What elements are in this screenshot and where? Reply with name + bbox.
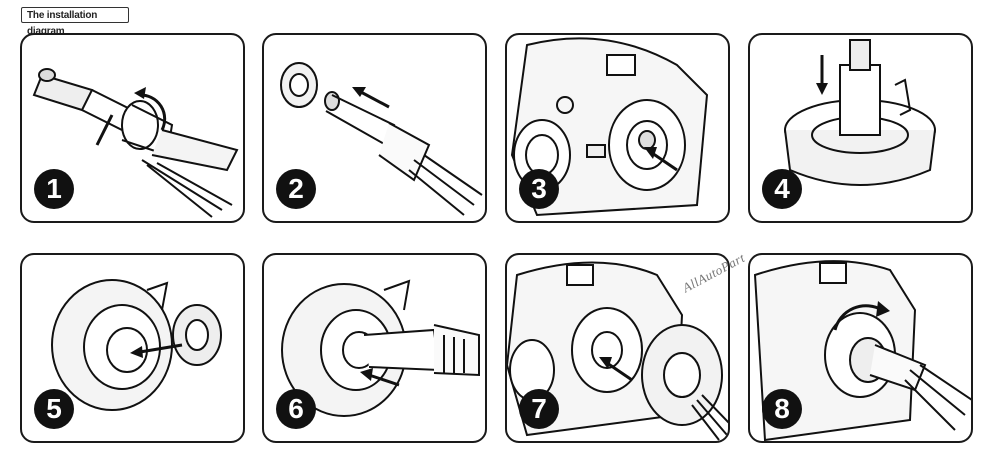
step-number-badge: 8 [762, 389, 802, 429]
step-number-badge: 4 [762, 169, 802, 209]
step-1-illustration [32, 68, 239, 218]
step-number-badge: 2 [276, 169, 316, 209]
step-number-badge: 6 [276, 389, 316, 429]
step-panel-2: 2 [262, 33, 487, 223]
step-4-illustration [784, 39, 936, 186]
step-5-illustration [51, 279, 222, 411]
step-panel-7: 7 [505, 253, 730, 443]
step-panel-1: 1 [20, 33, 245, 223]
step-panel-6: 6 [262, 253, 487, 443]
step-panel-5: 5 [20, 253, 245, 443]
step-panel-4: 4 [748, 33, 973, 223]
step-number-badge: 7 [519, 389, 559, 429]
step-panel-3: 3 [505, 33, 730, 223]
step-6-illustration [281, 279, 480, 417]
step-number-badge: 3 [519, 169, 559, 209]
step-2-illustration [280, 62, 483, 216]
step-number-badge: 1 [34, 169, 74, 209]
step-panel-8: 8 [748, 253, 973, 443]
diagram-title: The installation diagram [21, 7, 129, 37]
step-number-badge: 5 [34, 389, 74, 429]
